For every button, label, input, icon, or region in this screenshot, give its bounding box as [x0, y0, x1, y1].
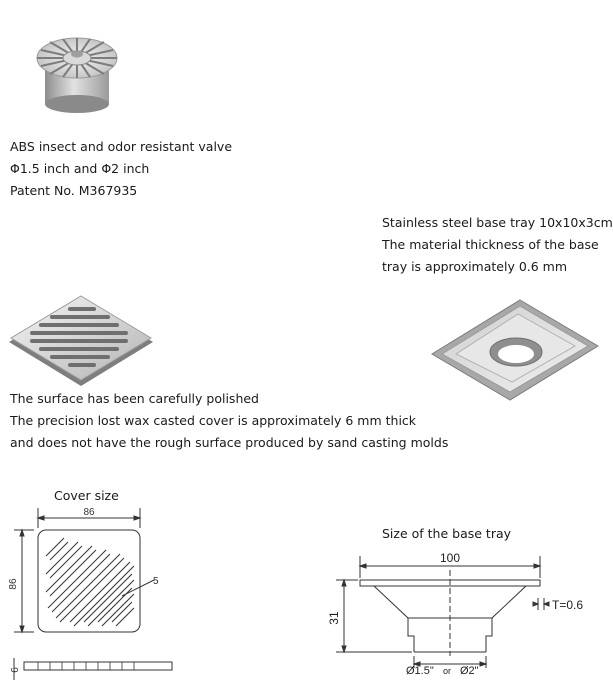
valve-icon — [36, 37, 118, 113]
valve-description: ABS insect and odor resistant valve Φ1.5… — [10, 136, 232, 202]
grate-icon — [9, 295, 153, 386]
tray-height-label: 31 — [327, 611, 341, 625]
tray-line: The material thickness of the base — [382, 237, 599, 252]
outlet-size-b: Ø2" — [460, 665, 479, 677]
valve-line: ABS insect and odor resistant valve — [10, 139, 233, 154]
outlet-size-a: Ø1.5" — [406, 665, 434, 677]
base-tray-icon — [431, 299, 599, 401]
tray-thickness-label: T=0.6 — [552, 598, 583, 612]
slot-width-label: 5 — [153, 576, 159, 587]
surface-line: and does not have the rough surface prod… — [10, 435, 449, 450]
cover-thickness-label: 6 — [10, 667, 21, 673]
cover-image — [6, 295, 156, 388]
tray-size-title: Size of the base tray — [382, 526, 512, 541]
valve-line: Patent No. M367935 — [10, 183, 138, 198]
base-tray-description: Stainless steel base tray 10x10x3cm The … — [382, 212, 613, 278]
cover-size-drawing: 86 86 5 6 — [4, 504, 174, 680]
surface-line: The surface has been carefully polished — [10, 391, 259, 406]
tray-line: tray is approximately 0.6 mm — [382, 259, 568, 274]
surface-line: The precision lost wax casted cover is a… — [10, 413, 417, 428]
tray-line: Stainless steel base tray 10x10x3cm — [382, 215, 613, 230]
base-tray-image — [430, 296, 600, 406]
valve-image — [30, 20, 140, 120]
valve-line: Φ1.5 inch and Φ2 inch — [10, 161, 150, 176]
cover-height-label: 86 — [8, 578, 19, 590]
surface-description: The surface has been carefully polished … — [10, 388, 448, 454]
tray-size-drawing: 100 31 T=0.6 Ø1.5" or Ø2" — [327, 548, 598, 678]
tray-width-label: 100 — [440, 551, 460, 565]
cover-width-label: 86 — [83, 507, 95, 518]
outlet-size-or: or — [443, 666, 451, 676]
cover-size-title: Cover size — [54, 488, 119, 503]
